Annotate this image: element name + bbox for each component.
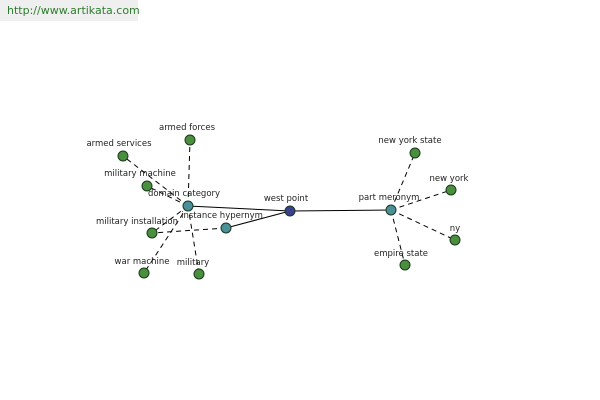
node-instance-hypernym[interactable] xyxy=(220,222,232,234)
label-military[interactable]: military xyxy=(177,258,209,268)
label-armed-services[interactable]: armed services xyxy=(86,139,152,149)
edge-west-point-domain-category xyxy=(187,205,291,212)
node-ny[interactable] xyxy=(449,234,461,246)
node-domain-category[interactable] xyxy=(182,200,194,212)
label-empire-state[interactable]: empire state xyxy=(374,249,428,259)
label-new-york[interactable]: new york xyxy=(430,174,469,184)
edge-domain-category-armed-services xyxy=(122,155,189,207)
label-domain-category[interactable]: domain category xyxy=(148,189,220,199)
edge-domain-category-war-machine xyxy=(143,205,189,274)
node-military-machine[interactable] xyxy=(141,180,153,192)
url-bar: http://www.artikata.com xyxy=(0,0,140,21)
label-armed-forces[interactable]: armed forces xyxy=(159,123,216,133)
edge-part-meronym-ny xyxy=(390,209,456,241)
site-url-link[interactable]: http://www.artikata.com xyxy=(7,4,140,17)
edge-domain-category-armed-forces xyxy=(187,139,191,207)
edge-west-point-instance-hypernym xyxy=(225,210,291,229)
edge-part-meronym-empire-state xyxy=(390,209,406,266)
edge-domain-category-military xyxy=(187,205,200,275)
label-war-machine[interactable]: war machine xyxy=(115,257,170,267)
label-part-meronym[interactable]: part meronym xyxy=(359,193,420,203)
edge-instance-hypernym-military-installation-2 xyxy=(151,227,227,234)
edge-part-meronym-new-york xyxy=(390,189,452,211)
edge-part-meronym-new-york-state xyxy=(390,152,416,211)
node-war-machine[interactable] xyxy=(138,267,150,279)
edge-domain-category-military-installation xyxy=(151,205,189,234)
edge-domain-category-military-machine xyxy=(146,185,189,207)
node-new-york-state[interactable] xyxy=(409,147,421,159)
label-ny[interactable]: ny xyxy=(450,224,460,234)
label-west-point[interactable]: west point xyxy=(264,194,309,204)
edge-west-point-part-meronym xyxy=(289,209,392,212)
node-empire-state[interactable] xyxy=(399,259,411,271)
node-west-point[interactable] xyxy=(284,205,296,217)
label-instance-hypernym[interactable]: instance hypernym xyxy=(181,211,263,221)
label-military-installation[interactable]: military installation xyxy=(96,217,178,227)
node-armed-forces[interactable] xyxy=(184,134,196,146)
node-part-meronym[interactable] xyxy=(385,204,397,216)
node-new-york[interactable] xyxy=(445,184,457,196)
node-military[interactable] xyxy=(193,268,205,280)
node-military-installation[interactable] xyxy=(146,227,158,239)
node-armed-services[interactable] xyxy=(117,150,129,162)
label-military-machine[interactable]: military machine xyxy=(104,169,176,179)
label-new-york-state[interactable]: new york state xyxy=(378,136,441,146)
